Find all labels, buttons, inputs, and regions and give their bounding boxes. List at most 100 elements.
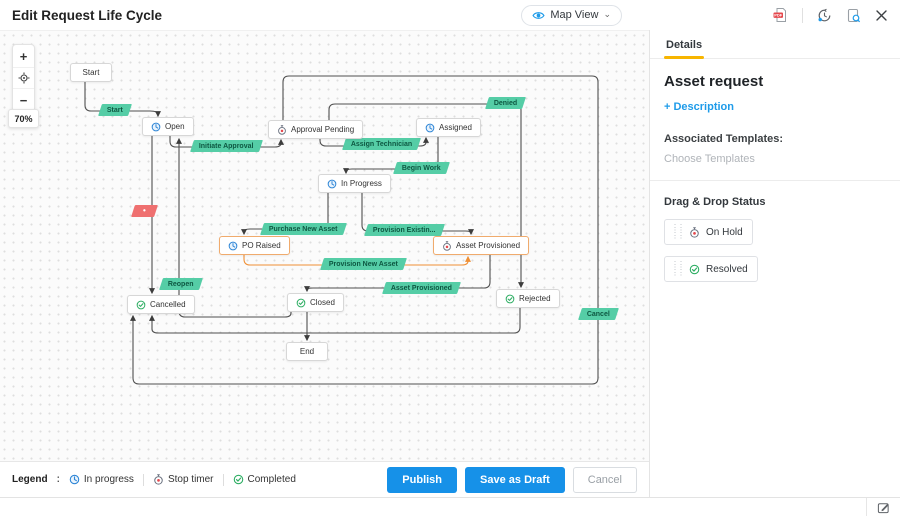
transition-label: Initiate Approval (199, 142, 254, 150)
completed-icon (296, 298, 306, 308)
drag-handle-icon[interactable]: ⋮⋮⋮⋮ (671, 260, 685, 277)
completed-icon (233, 474, 244, 485)
node-label: Open (165, 122, 185, 131)
svg-text:PDF: PDF (774, 13, 783, 18)
sidebar-tabs: Details (650, 30, 900, 59)
chevron-down-icon: ⌄ (603, 8, 611, 19)
transition-provision-existing[interactable]: Provision Existin... (364, 224, 445, 236)
node-rejected[interactable]: Rejected (496, 289, 560, 308)
node-label: Asset Provisioned (456, 241, 521, 250)
node-label: Rejected (519, 294, 551, 303)
transition-begin-work[interactable]: Begin Work (393, 162, 450, 174)
completed-icon (689, 264, 700, 275)
divider (650, 180, 900, 181)
node-po-raised[interactable]: PO Raised (219, 236, 290, 255)
divider (222, 473, 224, 486)
completed-icon (136, 300, 146, 310)
stop-timer-icon (442, 241, 452, 251)
cancel-button[interactable]: Cancel (572, 466, 637, 493)
transition-denied[interactable]: Denied (485, 97, 527, 109)
in-progress-icon (228, 241, 238, 251)
legend-title: Legend (12, 474, 48, 485)
node-in-progress[interactable]: In Progress (318, 174, 391, 193)
node-cancelled[interactable]: Cancelled (127, 295, 195, 314)
node-open[interactable]: Open (142, 117, 194, 136)
transition-asset-provisioned[interactable]: Asset Provisioned (382, 282, 462, 294)
tab-details[interactable]: Details (664, 33, 705, 59)
legend-item-label: In progress (83, 474, 134, 485)
transition-label: Reopen (168, 280, 194, 288)
workflow-edges (84, 75, 599, 385)
transition-label: Cancel (587, 310, 610, 318)
transition-initiate-approval[interactable]: Initiate Approval (190, 140, 263, 152)
associated-templates-label: Associated Templates: (664, 133, 784, 145)
close-icon[interactable] (875, 9, 888, 22)
workflow-canvas[interactable]: + − 70% (0, 30, 649, 461)
add-description-link[interactable]: + Description (664, 101, 734, 113)
pdf-export-icon[interactable]: PDF (772, 7, 788, 23)
zoom-out-button[interactable]: − (13, 89, 34, 111)
transition-purchase-new-asset[interactable]: Purchase New Asset (260, 223, 347, 235)
lifecycle-title: Asset request (664, 73, 764, 90)
transition-assign-technician[interactable]: Assign Technician (342, 138, 422, 150)
transition-start[interactable]: Start (98, 104, 132, 116)
sidebar-body: Asset request + Description Associated T… (650, 59, 900, 296)
transition-reopen[interactable]: Reopen (159, 278, 203, 290)
drag-handle-icon[interactable]: ⋮⋮⋮⋮ (671, 223, 685, 240)
footer-actions (866, 498, 900, 516)
status-chip-resolved[interactable]: ⋮⋮⋮⋮ Resolved (664, 256, 758, 282)
transition-label: Provision Existin... (373, 226, 436, 234)
transition-collapsed-marker[interactable]: • (131, 205, 158, 217)
legend-item-label: Completed (247, 474, 296, 485)
in-progress-icon (69, 474, 80, 485)
zoom-in-button[interactable]: + (13, 45, 34, 67)
zoom-level-indicator: 70% (8, 109, 39, 128)
node-end[interactable]: End (286, 342, 328, 361)
divider (802, 7, 803, 23)
stop-timer-icon (689, 227, 700, 238)
transition-label: Provision New Asset (329, 260, 398, 268)
choose-templates-field[interactable]: Choose Templates (664, 153, 755, 165)
zoom-controls: + − (12, 44, 35, 112)
node-label: Assigned (439, 123, 472, 132)
workflow-editor-column: + − 70% (0, 30, 650, 497)
footer-strip (0, 497, 900, 516)
action-bar: Legend : In progress Stop timer Comple (0, 461, 649, 497)
status-chip-label: Resolved (706, 263, 748, 275)
status-chip-label: On Hold (706, 226, 743, 238)
history-icon[interactable] (817, 8, 832, 23)
in-progress-icon (327, 179, 337, 189)
node-assigned[interactable]: Assigned (416, 118, 481, 137)
node-label: Closed (310, 298, 335, 307)
node-start[interactable]: Start (70, 63, 112, 82)
transition-label: Assign Technician (351, 140, 413, 148)
node-closed[interactable]: Closed (287, 293, 344, 312)
preview-icon[interactable] (846, 8, 861, 23)
node-label: Cancelled (150, 300, 186, 309)
legend-item-stop-timer: Stop timer (153, 474, 214, 485)
node-label: End (299, 347, 315, 356)
compose-note-icon[interactable] (877, 501, 890, 514)
stop-timer-icon (277, 125, 287, 135)
node-label: Approval Pending (291, 125, 355, 134)
fit-to-screen-button[interactable] (13, 67, 34, 89)
node-approval-pending[interactable]: Approval Pending (268, 120, 364, 139)
page-title: Edit Request Life Cycle (12, 7, 163, 23)
drag-drop-status-label: Drag & Drop Status (664, 196, 766, 208)
active-tab-underline (664, 56, 705, 59)
status-chip-on-hold[interactable]: ⋮⋮⋮⋮ On Hold (664, 219, 753, 245)
transition-label: Denied (494, 99, 518, 107)
legend-item-completed: Completed (233, 474, 296, 485)
node-asset-provisioned[interactable]: Asset Provisioned (433, 236, 530, 255)
save-as-draft-button[interactable]: Save as Draft (465, 466, 565, 493)
divider (142, 473, 144, 486)
transition-label: Purchase New Asset (269, 225, 338, 233)
map-view-dropdown[interactable]: Map View ⌄ (521, 4, 622, 26)
crosshair-icon (18, 72, 29, 84)
transition-cancel[interactable]: Cancel (578, 308, 619, 320)
publish-button[interactable]: Publish (387, 466, 458, 493)
status-chip-list: ⋮⋮⋮⋮ On Hold ⋮⋮⋮⋮ Resolved (664, 208, 886, 282)
eye-icon (532, 11, 545, 19)
transition-provision-new-asset[interactable]: Provision New Asset (320, 258, 407, 270)
